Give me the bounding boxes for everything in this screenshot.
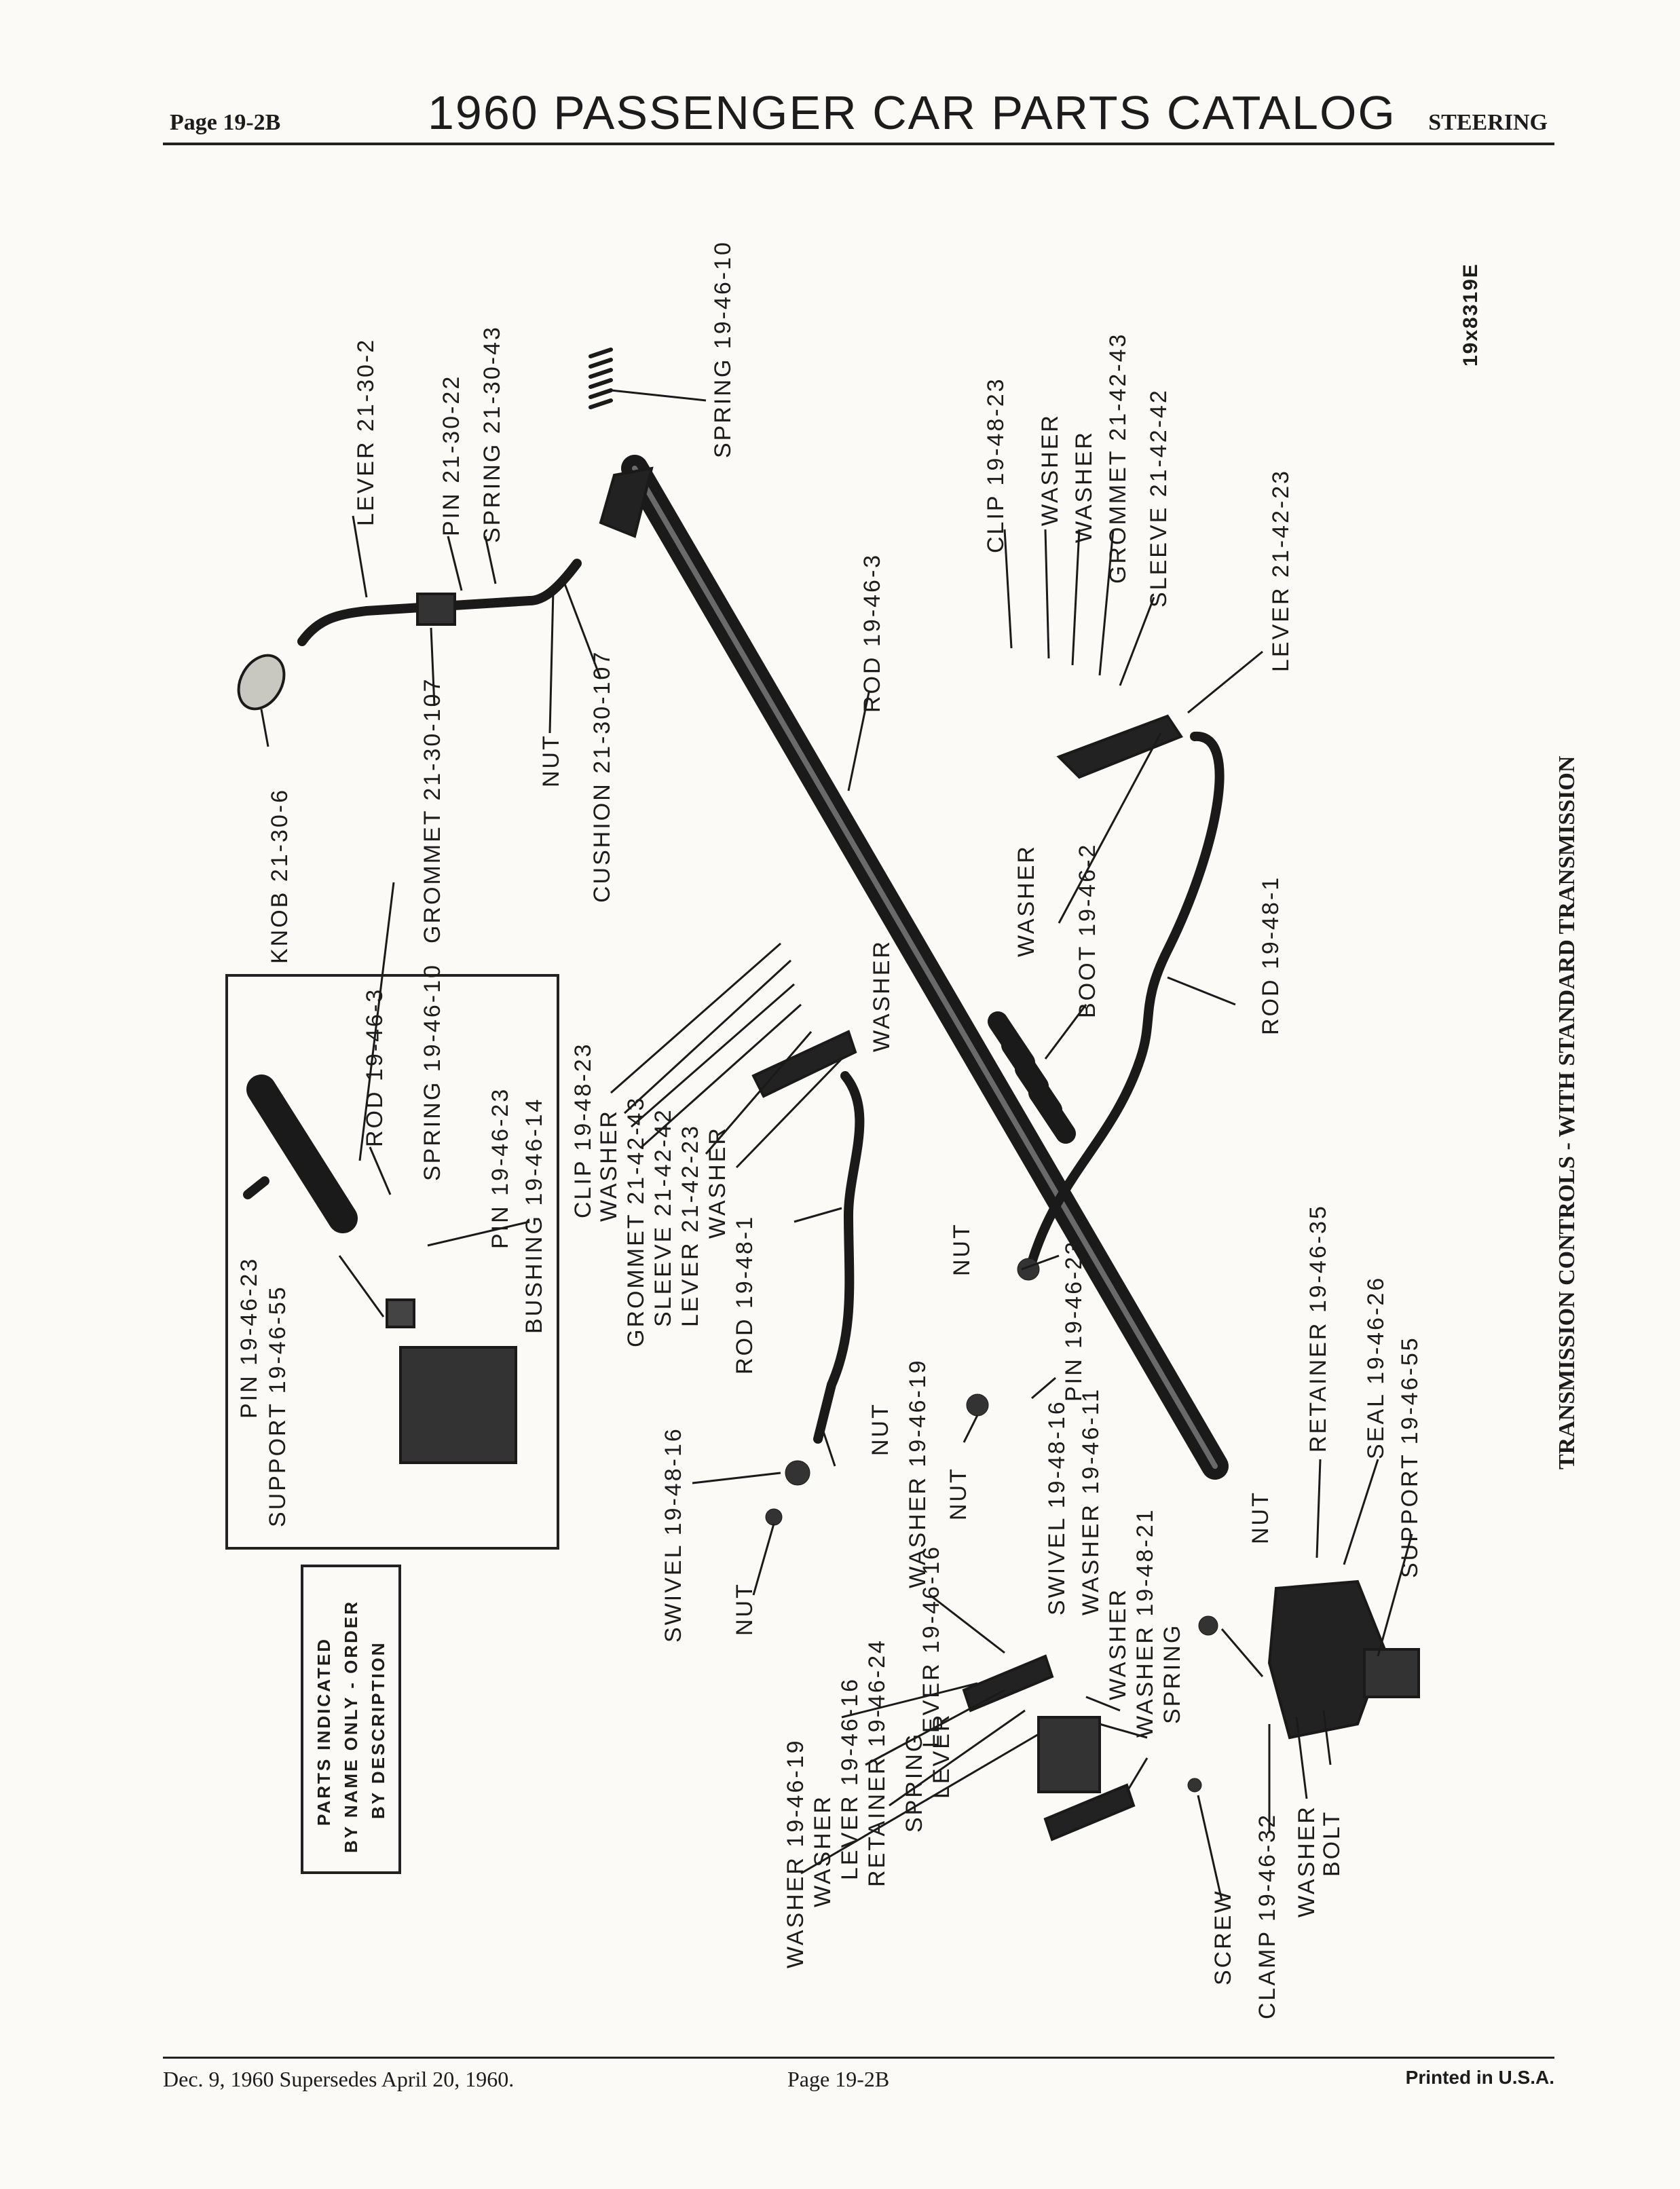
rod-19-48-1-mid [813, 1071, 865, 1444]
label-bolt: BOLT [1319, 1810, 1345, 1877]
label-retainer-19-46-35: RETAINER 19-46-35 [1305, 1204, 1331, 1453]
label-inset-pin: PIN 19-46-23 [487, 1087, 513, 1249]
label-screw: SCREW [1210, 1889, 1236, 1985]
label-lever-21-42-23-mid: LEVER 21-42-23 [677, 1123, 703, 1327]
label-nut-mid: NUT [867, 1402, 893, 1456]
label-inset-spring: SPRING 19-46-10 [419, 963, 445, 1181]
label-nut-rod: NUT [949, 1222, 975, 1276]
label-washer-bottom: WASHER [810, 1795, 836, 1907]
label-rod-19-48-1-right: ROD 19-48-1 [1258, 875, 1284, 1035]
lever-right [1056, 714, 1184, 779]
footer-date: Dec. 9, 1960 Supersedes April 20, 1960. [163, 2067, 515, 2091]
label-support-19-46-55: SUPPORT 19-46-55 [1397, 1336, 1423, 1578]
label-nut-support: NUT [1248, 1491, 1273, 1544]
label-nut-center: NUT [946, 1467, 971, 1520]
inset-pin [243, 1176, 269, 1199]
label-clamp-19-46-32: CLAMP 19-46-32 [1254, 1812, 1280, 2019]
label-retainer-19-46-24: RETAINER 19-46-24 [864, 1639, 890, 1887]
label-sleeve-21-42-42-mid: SLEEVE 21-42-42 [650, 1108, 676, 1327]
boot [988, 1011, 1076, 1144]
label-washer-19-48-21: WASHER 19-48-21 [1132, 1508, 1158, 1738]
spring-top [589, 348, 613, 409]
label-nut-upper: NUT [538, 734, 564, 787]
label-swivel-19-48-16-left: SWIVEL 19-48-16 [660, 1427, 686, 1643]
drawing-code: 19x8319E [1459, 263, 1482, 367]
swivel-part [785, 1460, 810, 1486]
lever-lower-2 [1043, 1783, 1136, 1841]
label-spring-center: SPRING [1159, 1623, 1185, 1724]
nut-part-3 [765, 1508, 783, 1526]
label-nut-swivel: NUT [732, 1582, 758, 1636]
label-lever-center-2: LEVER [929, 1713, 954, 1799]
catalog-title: 1960 PASSENGER CAR PARTS CATALOG [428, 86, 1396, 139]
label-washer-center-1: WASHER [1105, 1588, 1131, 1700]
label-clip-19-48-23-mid: CLIP 19-48-23 [570, 1042, 596, 1218]
note-line-2: BY NAME ONLY - ORDER [341, 1599, 361, 1853]
grommet-upper [416, 593, 456, 626]
label-grommet-21-42-43-right: GROMMET 21-42-43 [1105, 332, 1131, 584]
label-washer-mid-2: WASHER [705, 1126, 730, 1239]
note-line-3: BY DESCRIPTION [368, 1641, 388, 1819]
page-footer: Dec. 9, 1960 Supersedes April 20, 1960. … [163, 2057, 1554, 2091]
label-pin-19-46-23-center: PIN 19-46-23 [1061, 1239, 1087, 1402]
label-lever-19-46-16-bottom: LEVER 19-46-16 [837, 1677, 863, 1880]
inset-box [225, 974, 559, 1550]
rod-19-48-1-right [1027, 731, 1225, 1267]
lever-lower-1 [962, 1654, 1054, 1713]
label-washer-19-46-19-bottom: WASHER 19-46-19 [783, 1738, 808, 1968]
label-washer-right-3: WASHER [1013, 844, 1039, 957]
label-clip-19-48-23-right: CLIP 19-48-23 [983, 377, 1009, 553]
support-assembly [1267, 1579, 1387, 1740]
screw-part [1187, 1778, 1202, 1793]
label-swivel-19-48-16-center: SWIVEL 19-48-16 [1044, 1400, 1070, 1615]
label-rod-19-48-1-mid: ROD 19-48-1 [732, 1214, 758, 1374]
label-washer-clamp: WASHER [1294, 1805, 1320, 1917]
support-mount [1363, 1648, 1420, 1698]
label-lever-21-30-2: LEVER 21-30-2 [353, 337, 379, 526]
label-washer-mid-3: WASHER [869, 939, 895, 1052]
label-knob-21-30-6: KNOB 21-30-6 [267, 788, 293, 964]
section-name: STEERING [1428, 110, 1548, 135]
label-inset-support: SUPPORT 19-46-55 [265, 1285, 291, 1527]
nut-part-4 [1198, 1615, 1218, 1636]
footer-page: Page 19-2B [787, 2067, 890, 2091]
side-title: TRANSMISSION CONTROLS - WITH STANDARD TR… [1554, 755, 1580, 1470]
label-lever-21-42-23-right: LEVER 21-42-23 [1268, 468, 1294, 672]
label-inset-pin-b: PIN 19-46-23 [236, 1256, 262, 1419]
lever-21-30-2 [297, 559, 582, 646]
label-cushion-21-30-107: CUSHION 21-30-107 [589, 650, 615, 903]
label-rod-19-46-3: ROD 19-46-3 [859, 553, 885, 713]
lever-mid [751, 1030, 857, 1098]
knob [237, 654, 286, 711]
inset-rod [246, 1074, 358, 1233]
label-washer-19-46-11: WASHER 19-46-11 [1078, 1387, 1104, 1615]
washer-lower [1037, 1716, 1101, 1793]
note-box [301, 1565, 401, 1874]
label-spring-21-30-43: SPRING 21-30-43 [479, 325, 505, 543]
label-grommet-21-42-43-mid: GROMMET 21-42-43 [623, 1096, 649, 1347]
nut-part-2 [966, 1393, 989, 1417]
label-spring-center-2: SPRING [901, 1732, 927, 1833]
label-inset-bushing: BUSHING 19-46-14 [521, 1097, 547, 1334]
label-grommet-21-30-107: GROMMET 21-30-107 [419, 677, 445, 943]
inset-support [399, 1346, 517, 1464]
inset-bushing [386, 1298, 415, 1328]
label-washer-mid-1: WASHER [596, 1109, 622, 1222]
footer-printed: Printed in U.S.A. [1405, 2067, 1554, 2088]
nut-part-1 [1017, 1258, 1040, 1281]
label-pin-21-30-22: PIN 21-30-22 [438, 374, 464, 536]
note-line-1: PARTS INDICATED [314, 1636, 334, 1826]
page-number: Page 19-2B [170, 110, 281, 135]
label-seal-19-46-26: SEAL 19-46-26 [1363, 1275, 1389, 1459]
label-inset-rod: ROD 19-46-3 [362, 987, 388, 1147]
label-washer-right-2: WASHER [1071, 430, 1097, 543]
label-sleeve-21-42-42-right: SLEEVE 21-42-42 [1146, 388, 1172, 607]
label-boot-19-46-2: BOOT 19-46-2 [1075, 842, 1100, 1018]
page-header: Page 19-2B 1960 PASSENGER CAR PARTS CATA… [163, 86, 1554, 145]
label-washer-right-1: WASHER [1037, 413, 1063, 526]
label-spring-19-46-10: SPRING 19-46-10 [710, 240, 736, 458]
rod-end-bracket [599, 466, 654, 538]
